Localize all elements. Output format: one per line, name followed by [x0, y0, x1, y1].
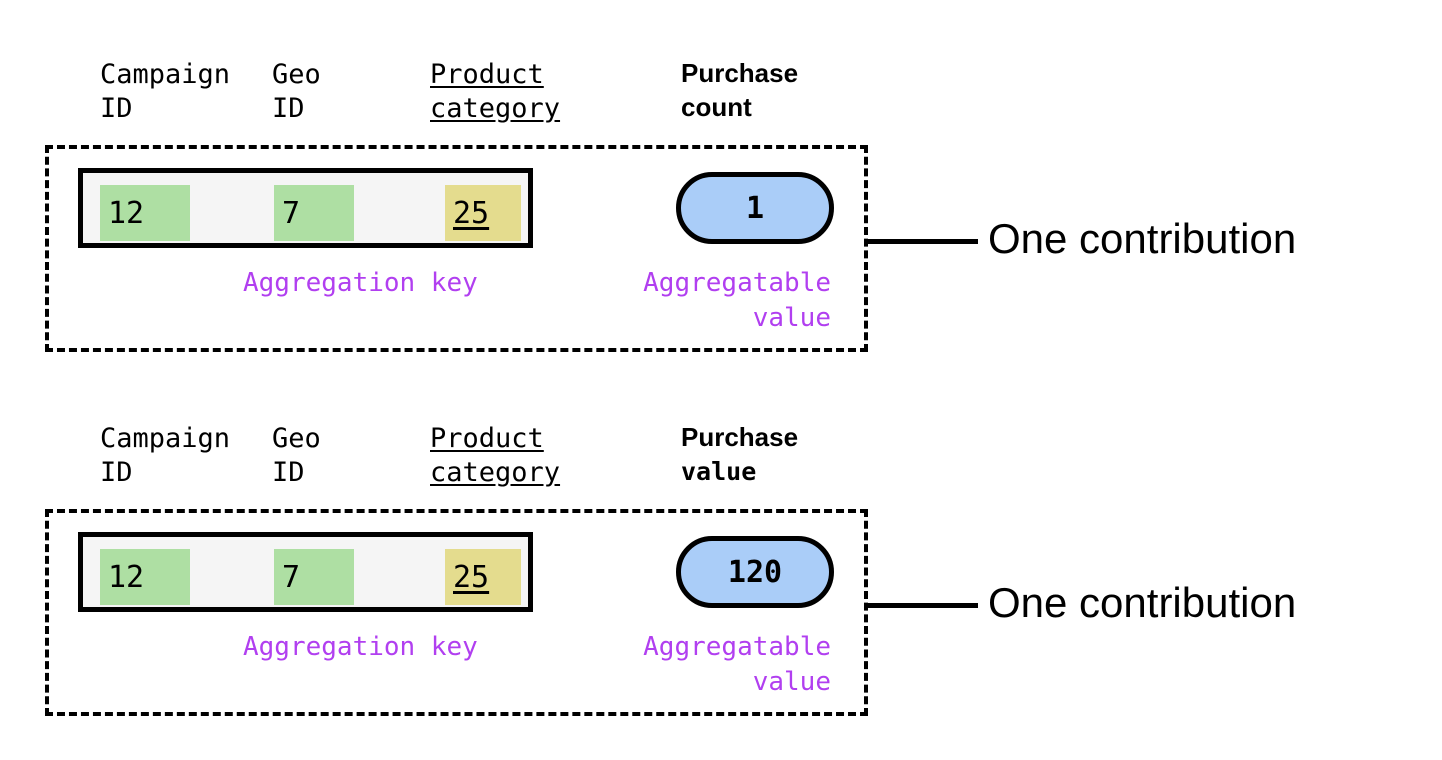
column-headers: Campaign ID Geo ID Product category Purc…	[0, 58, 900, 138]
header-purchase-metric: Purchase value	[681, 420, 798, 489]
header-purchase-line2: count	[681, 92, 752, 122]
key-cell-campaign-id: 12	[100, 185, 190, 241]
caption-aggregatable-value: Aggregatable value	[643, 268, 831, 333]
header-purchase-metric: Purchase count	[681, 56, 798, 124]
callout-leader-line	[866, 603, 978, 608]
key-cell-geo-id: 7	[274, 185, 354, 241]
header-purchase-line2: value	[681, 457, 757, 486]
header-purchase-line1: Purchase	[681, 58, 799, 88]
key-cell-geo-id: 7	[274, 549, 354, 605]
key-cell-product-category: 25	[445, 185, 521, 241]
caption-aggregation-key: Aggregation key	[243, 632, 478, 662]
header-purchase-line1: Purchase	[681, 422, 799, 452]
callout-label-one-contribution: One contribution	[988, 215, 1297, 262]
caption-aggregation-key: Aggregation key	[243, 268, 478, 298]
aggregatable-value-pill: 1	[676, 172, 834, 244]
header-product-category: Product category	[430, 58, 560, 126]
column-headers: Campaign ID Geo ID Product category Purc…	[0, 422, 900, 502]
contribution-boundary	[45, 509, 868, 716]
contribution-boundary	[45, 145, 868, 352]
key-cell-product-category-text: 25	[453, 559, 490, 595]
key-cell-campaign-id: 12	[100, 549, 190, 605]
header-campaign-id: Campaign ID	[100, 423, 231, 488]
header-product-category: Product category	[430, 422, 560, 490]
key-cell-product-category: 25	[445, 549, 521, 605]
key-cell-product-category-text: 25	[453, 195, 490, 231]
callout-leader-line	[866, 239, 978, 244]
aggregation-key-row: 12 7 25	[78, 168, 533, 248]
header-geo-id: Geo ID	[272, 59, 321, 124]
header-product-category-text: Product category	[430, 423, 561, 488]
header-campaign-id: Campaign ID	[100, 59, 231, 124]
aggregatable-value-pill: 120	[676, 536, 834, 608]
aggregation-key-row: 12 7 25	[78, 532, 533, 612]
header-geo-id: Geo ID	[272, 423, 321, 488]
header-product-category-text: Product category	[430, 59, 561, 124]
caption-aggregatable-value: Aggregatable value	[643, 632, 831, 697]
callout-label-one-contribution: One contribution	[988, 579, 1297, 626]
